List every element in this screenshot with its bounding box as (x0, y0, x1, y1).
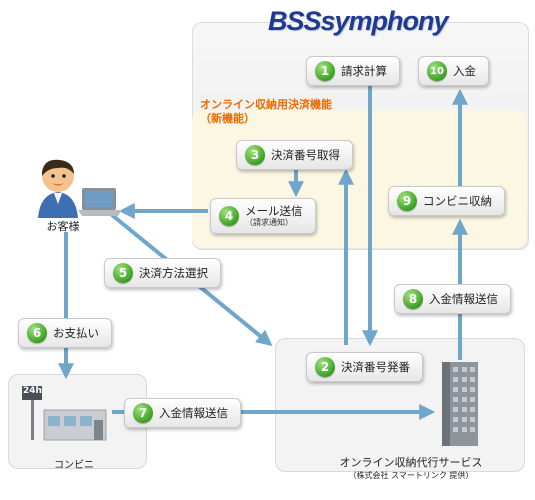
step-number-badge: 5 (113, 263, 133, 283)
step-7-send-payment-info: 7 入金情報送信 (124, 398, 241, 428)
step-6-payment: 6 お支払い (18, 318, 112, 348)
step-number-badge: 1 (315, 61, 335, 81)
store-icon (22, 386, 107, 441)
step-4-send-email: 4 メール送信 （請求通知） (210, 198, 316, 234)
store-sign: 24h (23, 386, 42, 396)
step-label: 決済方法選択 (139, 266, 208, 280)
service-building (442, 362, 478, 446)
service-name: オンライン収納代行サービス (339, 456, 483, 469)
step-label: 請求計算 (341, 64, 387, 78)
step-label-stack: メール送信 （請求通知） (245, 203, 303, 228)
step-10-deposit: 10 入金 (418, 56, 489, 86)
step-sublabel: （請求通知） (245, 218, 293, 228)
step-label: コンビニ収納 (423, 194, 492, 208)
step-label: 決済番号取得 (271, 148, 340, 162)
store-label: コンビニ (54, 460, 94, 471)
new-feature-title: オンライン収納用決済機能 （新機能） (200, 98, 332, 126)
step-label: 入金情報送信 (429, 292, 498, 306)
customer-label: お客様 (46, 220, 80, 233)
step-label: メール送信 (245, 203, 303, 218)
step-8-send-payment-info: 8 入金情報送信 (394, 284, 511, 314)
step-3-get-payment-number: 3 決済番号取得 (236, 140, 353, 170)
step-number-badge: 10 (427, 61, 447, 81)
step-label: お支払い (53, 326, 99, 340)
new-feature-title-text: オンライン収納用決済機能 (200, 98, 332, 111)
step-number-badge: 4 (219, 206, 239, 226)
step-9-convenience-collection: 9 コンビニ収納 (388, 186, 505, 216)
step-5-choose-payment-method: 5 決済方法選択 (104, 258, 221, 288)
store-figure: 24h (20, 384, 110, 444)
step-label: 決済番号発番 (341, 360, 410, 374)
step-2-issue-payment-number: 2 決済番号発番 (306, 352, 423, 382)
step-1-billing-calc: 1 請求計算 (306, 56, 400, 86)
customer-figure (34, 158, 124, 220)
step-label: 入金 (453, 64, 476, 78)
step-number-badge: 7 (133, 403, 153, 423)
step-number-badge: 6 (27, 323, 47, 343)
step-number-badge: 3 (245, 145, 265, 165)
bss-symphony-logo: BSSsymphony (268, 6, 449, 36)
new-feature-subtitle: （新機能） (200, 112, 255, 125)
step-label: 入金情報送信 (159, 406, 228, 420)
service-label: オンライン収納代行サービス （株式会社 スマートリンク 提供） (300, 454, 522, 481)
building-icon (442, 362, 478, 446)
step-number-badge: 9 (397, 191, 417, 211)
step-number-badge: 8 (403, 289, 423, 309)
customer-icon (38, 159, 122, 218)
step-number-badge: 2 (315, 357, 335, 377)
service-provider: （株式会社 スマートリンク 提供） (348, 471, 474, 480)
